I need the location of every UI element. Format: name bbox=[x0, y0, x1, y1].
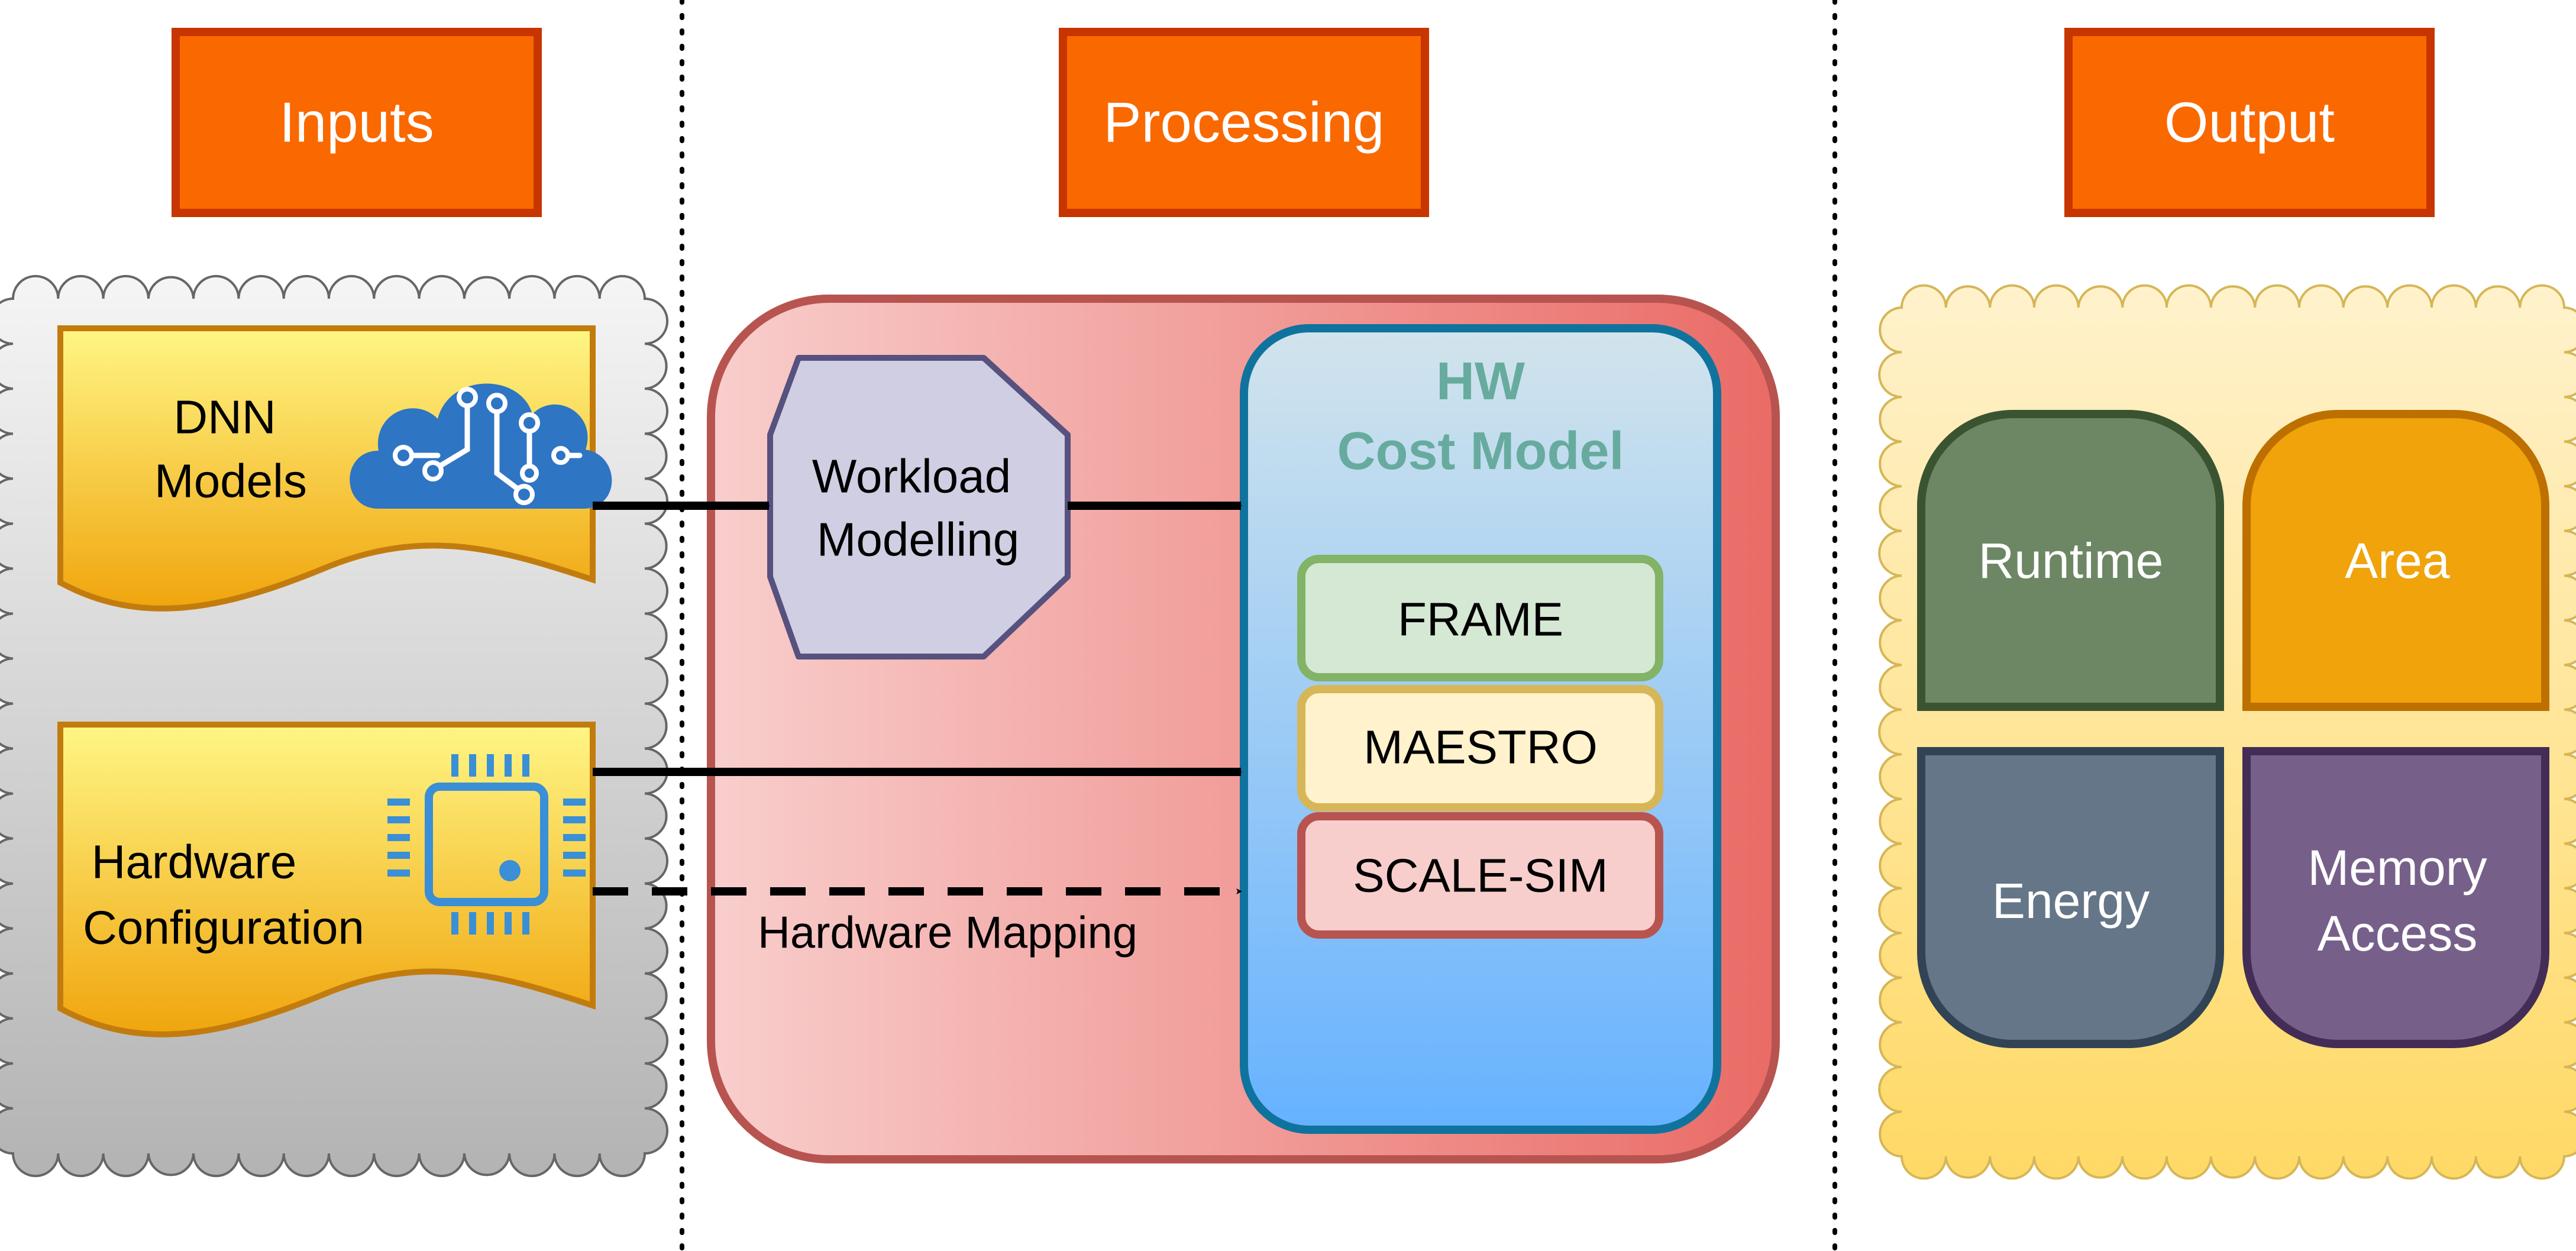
header-processing: Processing bbox=[1059, 28, 1429, 217]
tool-frame: FRAME bbox=[1297, 555, 1663, 681]
dnn-models-label-2: Models bbox=[154, 455, 307, 507]
dnn-models-document: DNN Models bbox=[57, 325, 612, 612]
output-area: Area bbox=[2242, 410, 2549, 711]
workload-modelling-label-1: Workload bbox=[812, 450, 1011, 503]
header-output-label: Output bbox=[2164, 91, 2335, 154]
hardware-config-label-2: Configuration bbox=[83, 901, 364, 954]
tool-scale-sim-label: SCALE-SIM bbox=[1353, 849, 1608, 902]
tool-maestro: MAESTRO bbox=[1297, 685, 1663, 812]
hw-cost-model-title-2: Cost Model bbox=[1337, 422, 1624, 481]
output-energy-label: Energy bbox=[1992, 873, 2150, 929]
hardware-config-label-1: Hardware bbox=[92, 836, 297, 888]
hardware-mapping-label: Hardware Mapping bbox=[758, 908, 1137, 958]
workload-modelling-label-2: Modelling bbox=[817, 513, 1019, 566]
output-area-label: Area bbox=[2345, 533, 2450, 589]
header-inputs-label: Inputs bbox=[279, 91, 434, 154]
tool-maestro-label: MAESTRO bbox=[1363, 721, 1598, 774]
hw-cost-model-title-1: HW bbox=[1436, 352, 1525, 411]
hardware-configuration-document: Hardware Configuration bbox=[57, 722, 596, 1037]
workload-modelling-node: Workload Modelling bbox=[767, 355, 1071, 660]
header-inputs: Inputs bbox=[172, 28, 542, 217]
output-runtime-label: Runtime bbox=[1979, 533, 2164, 589]
brain-circuit-icon bbox=[350, 383, 612, 509]
output-memory-access: Memory Access bbox=[2242, 747, 2549, 1048]
output-energy: Energy bbox=[1917, 747, 2224, 1048]
dnn-models-label-1: DNN bbox=[173, 391, 276, 444]
output-memory-label-1: Memory bbox=[2307, 840, 2487, 896]
tool-frame-label: FRAME bbox=[1398, 593, 1563, 646]
header-output: Output bbox=[2064, 28, 2435, 217]
header-processing-label: Processing bbox=[1104, 91, 1385, 154]
chip-icon bbox=[387, 754, 586, 935]
output-memory-label-2: Access bbox=[2318, 906, 2478, 961]
output-runtime: Runtime bbox=[1917, 410, 2224, 711]
tool-scale-sim: SCALE-SIM bbox=[1297, 812, 1663, 939]
